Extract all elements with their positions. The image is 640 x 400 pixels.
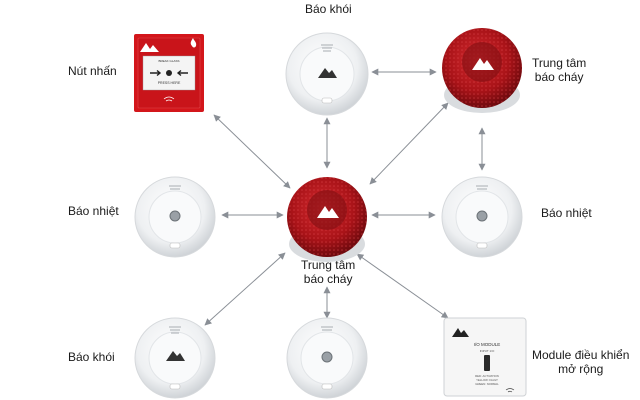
wifi-icon: [163, 96, 175, 102]
brand-logo-icon: [317, 206, 339, 218]
fire-alarm-panel-center: [287, 177, 367, 262]
label-panel-center: Trung tâm báo cháy: [301, 258, 356, 286]
brand-logo-icon: [452, 328, 469, 337]
arrow-right-icon: [150, 69, 162, 77]
vent-slots-icon: [476, 185, 488, 190]
brand-logo-icon: [472, 58, 494, 70]
smoke-detector-bottom-left: [134, 317, 216, 399]
fire-alarm-panel-top: [442, 28, 522, 113]
label-smoke-bottom-left: Báo khói: [68, 350, 115, 364]
label-heat-left: Báo nhiệt: [68, 204, 119, 218]
label-top-smoke: Báo khói: [305, 2, 352, 16]
module-switch: [484, 355, 490, 371]
led-indicator: [321, 97, 333, 104]
arrow-left-icon: [176, 69, 188, 77]
io-module-line3: YELLOW: FAULT: [476, 378, 498, 382]
heat-detector-right: [441, 176, 523, 258]
led-indicator: [321, 383, 333, 390]
vent-slots-icon: [321, 44, 333, 52]
fire-icon: [190, 38, 197, 48]
led-indicator: [169, 242, 181, 249]
brand-logo-icon: [318, 68, 337, 78]
vent-slots-icon: [169, 326, 181, 334]
arrow-center-to-top-panel: [369, 102, 449, 185]
brand-logo-icon: [166, 351, 185, 361]
led-indicator: [476, 242, 488, 249]
heat-detector-left: [134, 176, 216, 258]
io-module-line2: RED: ACTIVATION: [475, 374, 499, 378]
connection-arrows: [204, 68, 486, 326]
smoke-detector-top: [285, 32, 369, 116]
call-point-center-dot: [166, 70, 172, 76]
io-module: I/O MODULE INPUT 1/O RED: ACTIVATION YEL…: [443, 317, 527, 397]
label-module: Module điều khiển mở rộng: [532, 348, 630, 376]
io-module-line4: GREEN: NORMAL: [475, 382, 499, 386]
sensor-icon: [476, 210, 488, 222]
call-point-body-text: PRESS HERE: [158, 81, 181, 85]
label-heat-right: Báo nhiệt: [541, 206, 592, 220]
wifi-icon: [505, 388, 515, 393]
io-module-line1: INPUT 1/O: [480, 349, 495, 353]
led-indicator: [169, 383, 181, 390]
call-point-header-text: BREAK GLASS: [158, 59, 179, 63]
label-panel-top: Trung tâm báo cháy: [532, 56, 587, 84]
label-manual-button: Nút nhấn: [68, 64, 117, 78]
brand-logo-icon: [140, 43, 159, 52]
io-module-title: I/O MODULE: [474, 342, 501, 347]
manual-call-point: BREAK GLASS PRESS HERE: [134, 34, 204, 112]
vent-slots-icon: [169, 185, 181, 190]
arrow-center-to-bottom-left-smoke: [204, 252, 286, 326]
arrow-center-to-module: [356, 253, 449, 319]
sensor-icon: [169, 210, 181, 222]
detector-bottom-center: [286, 317, 368, 399]
sensor-icon: [321, 351, 333, 363]
vent-slots-icon: [321, 326, 333, 331]
arrow-center-to-button: [213, 114, 291, 189]
